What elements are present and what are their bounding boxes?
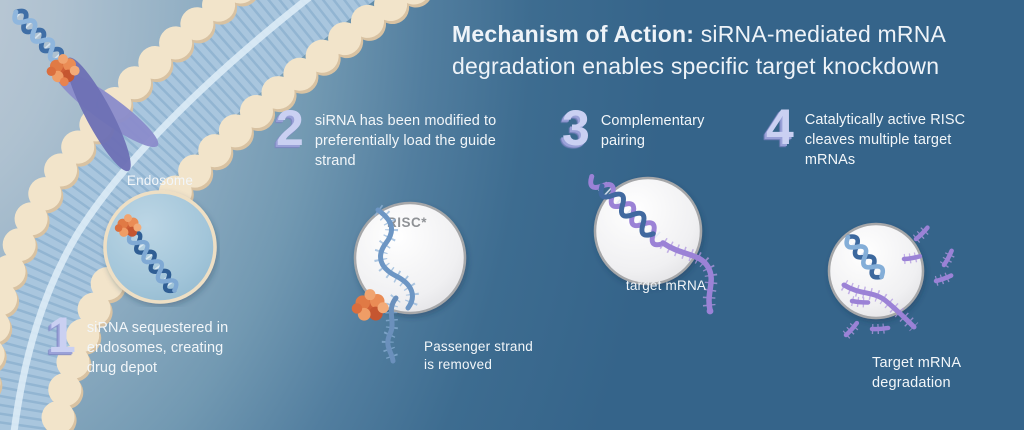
endosome-illustration: [103, 190, 217, 304]
mrna-degradation-illustration: [827, 213, 1022, 373]
cleaved-mrna-strand-icon: [840, 279, 919, 332]
target-mrna-label: target mRNA: [625, 278, 707, 293]
degradation-circle: [827, 222, 925, 320]
step-1: 1 siRNA sequestered in endosomes, creati…: [48, 307, 245, 378]
guide-target-duplex-icon: [588, 173, 666, 248]
risc-circle: [353, 201, 467, 315]
step-3: 3 Complementary pairing: [562, 100, 723, 156]
lipid-bilayer-tails: [0, 0, 375, 430]
page-title: Mechanism of Action: siRNA-mediated mRNA…: [452, 18, 980, 82]
step-2: 2 siRNA has been modified to preferentia…: [276, 100, 507, 171]
guide-strand-icon: [374, 204, 419, 312]
step-3-text: Complementary pairing: [600, 113, 705, 149]
step-1-number: 1: [48, 307, 76, 363]
risc-label: RISC*: [387, 215, 427, 230]
step-4: 4 Catalytically active RISC cleaves mult…: [766, 99, 993, 170]
target-mrna-tail-icon: [659, 237, 718, 315]
endosome-circle: [103, 190, 217, 304]
step-4-text: Catalytically active RISC cleaves multip…: [804, 112, 966, 168]
step-3-number: 3: [562, 100, 590, 156]
risc-loading-illustration: RISC*: [351, 201, 467, 364]
title-rest: siRNA-mediated mRNA degradation enables …: [452, 21, 945, 79]
receptor-protein-icon: [53, 57, 159, 172]
complementary-pairing-illustration: [588, 173, 718, 315]
title-lead: Mechanism of Action:: [452, 21, 695, 47]
endosome-sirna-icon: [126, 230, 179, 294]
step-4-number: 4: [766, 99, 794, 155]
passenger-strand-icon: [381, 294, 402, 364]
passenger-strand-label: Passenger strand is removed: [424, 339, 534, 372]
step-1-text: siRNA sequestered in endosomes, creating…: [86, 320, 229, 376]
endosome-label: Endosome: [126, 173, 194, 188]
risc-guide-strand-icon: [844, 234, 886, 280]
sirna-duplex-icon: [12, 8, 65, 63]
target-mrna-degradation-label: Target mRNA degradation: [872, 355, 961, 391]
step-2-number: 2: [276, 100, 304, 156]
step-2-text: siRNA has been modified to preferentiall…: [314, 113, 497, 169]
